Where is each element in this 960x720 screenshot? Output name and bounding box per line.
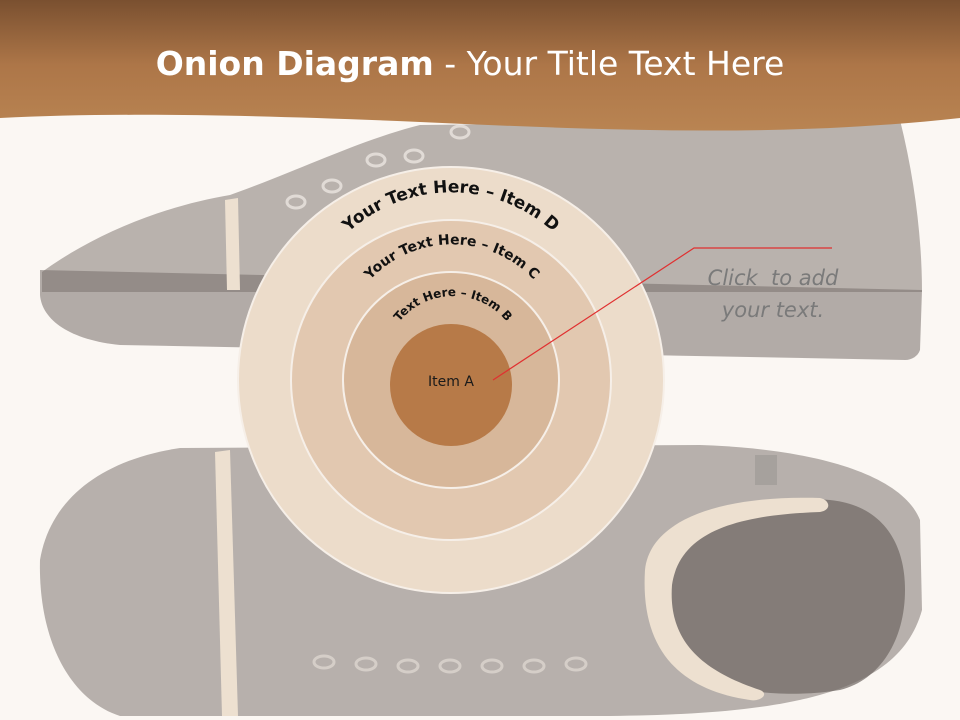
- layer-a-label: Item A: [428, 374, 474, 390]
- callout-line-2: your text.: [721, 298, 825, 322]
- callout-line-1: Click to add: [707, 266, 839, 290]
- header-band: [0, 0, 960, 131]
- title-bold: Onion Diagram: [155, 44, 434, 83]
- onion-diagram: Your Text Here – Item D Your Text Here –…: [237, 166, 665, 594]
- title-rest: - Your Title Text Here: [433, 44, 785, 83]
- slide-title[interactable]: Onion Diagram - Your Title Text Here: [0, 44, 940, 83]
- callout-textbox[interactable]: Click to add your text.: [688, 262, 858, 326]
- callout-connector: [492, 247, 832, 381]
- layer-a[interactable]: [390, 324, 512, 446]
